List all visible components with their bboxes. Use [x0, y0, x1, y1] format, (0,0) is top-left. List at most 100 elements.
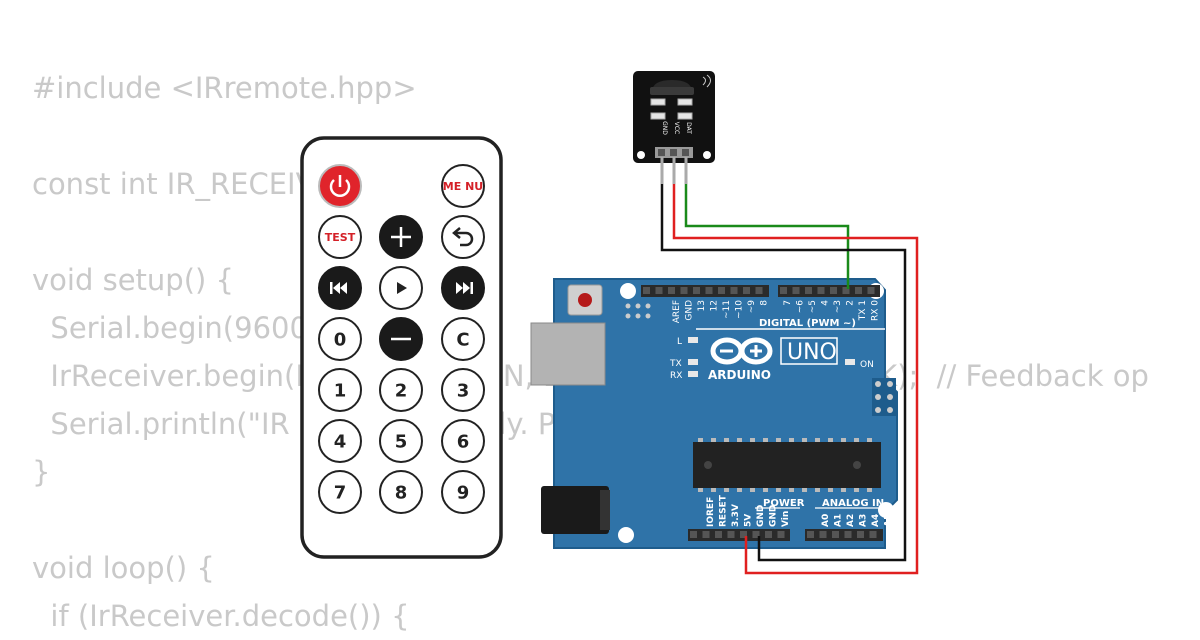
- remote-button-0[interactable]: 0: [318, 317, 362, 361]
- reset-button[interactable]: [567, 284, 603, 316]
- header-pin[interactable]: [668, 287, 675, 294]
- header-pin[interactable]: [755, 287, 763, 294]
- header-pin[interactable]: [855, 287, 862, 294]
- ir-pins[interactable]: [658, 149, 689, 156]
- remote-button-2[interactable]: 2: [379, 368, 423, 412]
- header-pin[interactable]: [780, 287, 787, 294]
- header-pin[interactable]: [819, 531, 827, 538]
- header-pin[interactable]: [830, 287, 837, 294]
- pin-label: RESET: [719, 494, 729, 527]
- icsp-header-right: [872, 378, 896, 416]
- pin-label: A4: [871, 514, 881, 527]
- pin-label: ~5: [808, 300, 818, 313]
- remote-button-prev[interactable]: [318, 266, 362, 310]
- remote-button-1[interactable]: 1: [318, 368, 362, 412]
- pin-label: A3: [859, 514, 869, 527]
- power-icon: [329, 175, 351, 197]
- pin-label: ~10: [735, 300, 745, 319]
- remote-button-label: 8: [395, 482, 408, 503]
- remote-button-next[interactable]: [441, 266, 485, 310]
- code-line: void loop() {: [32, 551, 215, 585]
- remote-button-7[interactable]: 7: [318, 470, 362, 514]
- digital-pin-header[interactable]: [641, 285, 880, 297]
- remote-button-back[interactable]: [441, 215, 485, 259]
- header-pin[interactable]: [715, 531, 722, 538]
- pin-label: A2: [846, 514, 856, 527]
- header-pin[interactable]: [690, 531, 697, 538]
- arduino-logo-text: ARDUINO: [708, 368, 771, 382]
- pin-label: 2: [846, 300, 856, 306]
- code-line: void setup() {: [32, 263, 234, 297]
- mounting-hole: [878, 502, 894, 518]
- pin-label: TX 1: [858, 300, 868, 321]
- header-pin[interactable]: [842, 287, 850, 294]
- pin-label: 3.3V: [731, 504, 741, 527]
- header-pin[interactable]: [655, 287, 663, 294]
- header-pin[interactable]: [807, 531, 814, 538]
- plus-icon: [391, 227, 411, 247]
- code-line: if (IrReceiver.decode()) {: [32, 599, 410, 633]
- pin-label: GND: [685, 300, 695, 321]
- pin-label: 12: [710, 300, 720, 311]
- power-label: POWER: [763, 498, 805, 509]
- usb-port: [530, 322, 606, 386]
- header-pin[interactable]: [844, 531, 852, 538]
- icsp-header: [625, 303, 651, 319]
- remote-button-menu[interactable]: ME NU: [441, 164, 485, 208]
- remote-button-test[interactable]: TEST: [318, 215, 362, 259]
- remote-button-minus[interactable]: [379, 317, 423, 361]
- remote-button-label: 4: [334, 431, 347, 452]
- pin-label: AREF: [672, 300, 682, 323]
- header-pin[interactable]: [693, 287, 700, 294]
- pin-label: Vin: [781, 511, 791, 527]
- ir-pin-label: VCC: [673, 122, 680, 134]
- wires: [660, 158, 919, 575]
- header-pin[interactable]: [705, 287, 713, 294]
- remote-button-plus[interactable]: [379, 215, 423, 259]
- remote-button-power[interactable]: [318, 164, 362, 208]
- header-pin[interactable]: [869, 531, 877, 538]
- header-pin[interactable]: [752, 531, 760, 538]
- header-pin[interactable]: [817, 287, 825, 294]
- remote-button-3[interactable]: 3: [441, 368, 485, 412]
- next-track-icon: [456, 282, 473, 294]
- header-pin[interactable]: [832, 531, 839, 538]
- remote-button-6[interactable]: 6: [441, 419, 485, 463]
- header-pin[interactable]: [792, 287, 800, 294]
- header-pin[interactable]: [643, 287, 650, 294]
- pin-label: ~9: [747, 300, 757, 314]
- pin-label: A1: [834, 514, 844, 527]
- code-line: }: [32, 455, 51, 489]
- digital-label: DIGITAL (PWM ~): [759, 318, 856, 329]
- remote-button-5[interactable]: 5: [379, 419, 423, 463]
- header-pin[interactable]: [867, 287, 875, 294]
- header-pin[interactable]: [777, 531, 785, 538]
- remote-button-4[interactable]: 4: [318, 419, 362, 463]
- header-pin[interactable]: [765, 531, 772, 538]
- header-pin[interactable]: [740, 531, 747, 538]
- remote-button-9[interactable]: 9: [441, 470, 485, 514]
- pin-label: A5: [884, 514, 894, 527]
- pin-label: 4: [821, 300, 831, 306]
- remote-button-label: 2: [395, 380, 408, 401]
- header-pin[interactable]: [718, 287, 725, 294]
- header-pin[interactable]: [702, 531, 710, 538]
- remote-button-c[interactable]: C: [441, 317, 485, 361]
- header-pin[interactable]: [727, 531, 735, 538]
- header-pin[interactable]: [680, 287, 688, 294]
- power-pin-header[interactable]: [688, 529, 790, 541]
- remote-button-8[interactable]: 8: [379, 470, 423, 514]
- header-pin[interactable]: [743, 287, 750, 294]
- remote-button-play[interactable]: [379, 266, 423, 310]
- header-pin[interactable]: [730, 287, 738, 294]
- mounting-hole: [618, 527, 634, 543]
- header-pin[interactable]: [857, 531, 864, 538]
- header-pin[interactable]: [805, 287, 812, 294]
- pin-label: 5V: [744, 514, 754, 527]
- ir-pin-label: DAT: [685, 122, 692, 134]
- analog-pin-header[interactable]: [805, 529, 883, 541]
